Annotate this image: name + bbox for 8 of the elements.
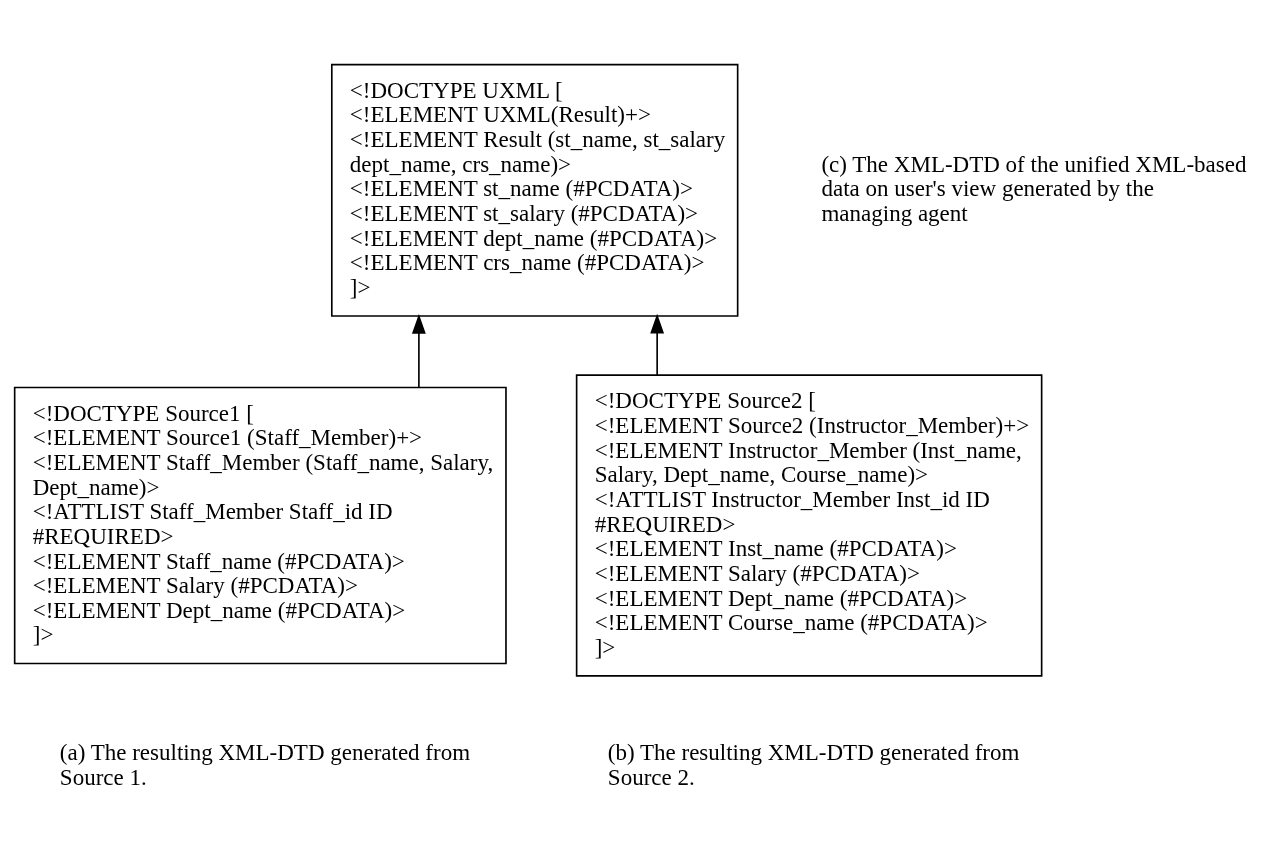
node-box: <!DOCTYPE UXML [ <!ELEMENT UXML(Result)+> <!ELEMENT Result (st_name, st_salary dept_name, crs_name)> <!ELEMENT st_name (#PCDATA)> <!ELEMENT st_salary (#PCDATA)> <!ELEMENT dept_name (#PCDATA)> <!ELEMENT crs_name (#PCDATA)> ]> bbox=[331, 63, 739, 317]
node-label: (a) The resulting XML-DTD generated from Source 1. bbox=[59, 739, 471, 790]
arrow bbox=[650, 313, 665, 376]
node-box: <!DOCTYPE Source2 [ <!ELEMENT Source2 (Instructor_Member)+> <!ELEMENT Instructor_Member (Inst_name, Salary, Dept_name, Course_name)> <!ATTLIST Instructor_Member Inst_id ID #REQUIRED> <!ELEMENT Inst_name (#PCDATA)> <!ELEMENT Salary (#PCDATA)> <!ELEMENT Dept_name (#PCDATA)> <!ELEMENT Course_name (#PCDATA)> ]> bbox=[575, 373, 1043, 677]
node-label: (c) The XML-DTD of the unified XML-based data on user's view generated by the managing agent bbox=[821, 151, 1247, 226]
node-box: <!DOCTYPE Source1 [ <!ELEMENT Source1 (Staff_Member)+> <!ELEMENT Staff_Member (Staff_name, Salary, Dept_name)> <!ATTLIST Staff_Member Staff_id ID #REQUIRED> <!ELEMENT Staff_name (#PCDATA)> <!ELEMENT Salary (#PCDATA)> <!ELEMENT Dept_name (#PCDATA)> ]> bbox=[13, 386, 507, 664]
node-label: (b) The resulting XML-DTD generated from Source 2. bbox=[607, 739, 1020, 790]
arrow bbox=[412, 313, 426, 388]
